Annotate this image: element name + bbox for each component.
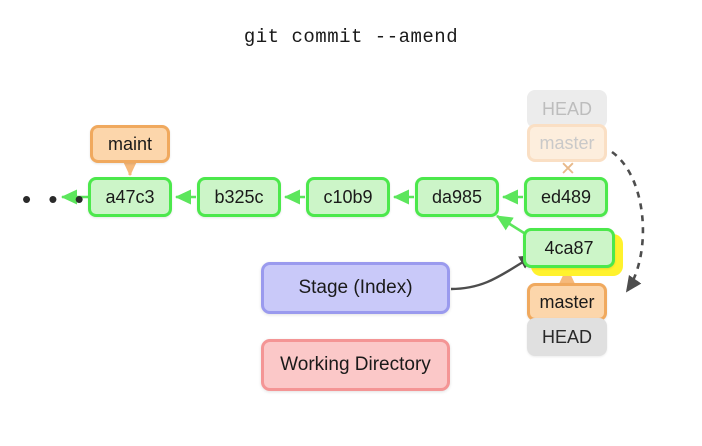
commit-label-da985: da985: [431, 186, 483, 207]
working-directory-box[interactable]: Working Directory: [261, 339, 450, 391]
ref-master-old-label: master: [539, 132, 595, 153]
commit-label-4ca87: 4ca87: [544, 237, 594, 258]
ellipsis-more-commits: • • •: [22, 184, 89, 214]
stage-index-box[interactable]: Stage (Index): [261, 262, 450, 314]
ref-head-current[interactable]: HEAD: [527, 318, 607, 356]
ref-head-old: HEAD: [527, 90, 607, 128]
commit-node-c10b9[interactable]: c10b9: [306, 177, 390, 217]
ref-master-current[interactable]: master: [527, 283, 607, 321]
commit-label-a47c3: a47c3: [105, 186, 155, 207]
ref-master-current-label: master: [539, 291, 595, 312]
commit-label-ed489: ed489: [540, 186, 592, 207]
commit-node-ed489[interactable]: ed489: [524, 177, 608, 217]
ref-head-old-label: HEAD: [541, 98, 592, 119]
commit-node-da985[interactable]: da985: [415, 177, 499, 217]
ref-maint-label: maint: [107, 133, 152, 154]
ref-maint[interactable]: maint: [90, 125, 170, 163]
commit-node-a47c3[interactable]: a47c3: [88, 177, 172, 217]
ref-head-current-label: HEAD: [541, 326, 592, 347]
working-directory-label: Working Directory: [280, 354, 431, 375]
edge-stage-to-4ca87: [450, 254, 535, 291]
page-title: git commit --amend: [243, 26, 459, 48]
commit-label-b325c: b325c: [214, 186, 264, 207]
stage-index-label: Stage (Index): [298, 277, 413, 298]
x-mark-detached-link: ✕: [560, 159, 576, 180]
commit-node-b325c[interactable]: b325c: [197, 177, 281, 217]
commit-label-c10b9: c10b9: [323, 186, 373, 207]
commit-node-4ca87[interactable]: 4ca87: [523, 228, 615, 268]
ref-master-old: master: [527, 124, 607, 162]
